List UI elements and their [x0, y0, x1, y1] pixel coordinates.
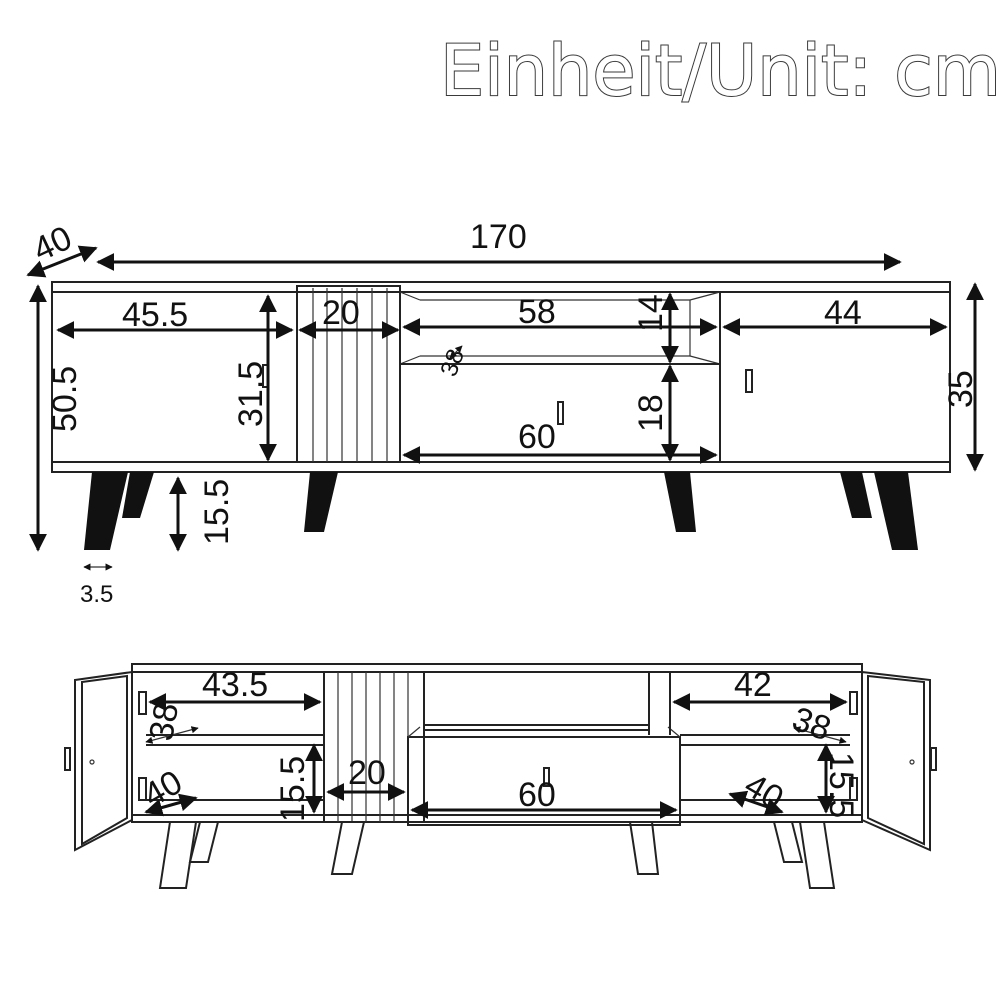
right-cabinet-door — [719, 291, 951, 463]
slat-panel-width-label: 20 — [322, 294, 360, 332]
right-cabinet-width-label: 44 — [824, 294, 862, 332]
leg-height-label: 15.5 — [198, 479, 236, 545]
right-shelf-depth-arrow — [793, 726, 847, 744]
open-shelf-height-label: 14 — [632, 294, 670, 332]
open-leg-back-right — [772, 821, 804, 863]
leg-back-left — [122, 472, 154, 518]
right-inner-height-label: 15.5 — [822, 752, 860, 818]
open-view: 43.5 38 40 15.5 20 60 42 38 40 15.5 — [64, 663, 937, 889]
leg-center-left — [304, 472, 338, 532]
left-open-door — [64, 670, 133, 852]
open-leg-front-right — [798, 821, 836, 889]
right-lower-depth-arrow — [728, 790, 784, 816]
left-shelf-depth-label: 38 — [142, 700, 186, 744]
open-leg-center-right — [628, 821, 660, 875]
open-shelf-width-label: 58 — [518, 293, 556, 331]
left-shelf-depth-arrow — [145, 726, 199, 744]
right-open-door — [861, 670, 937, 852]
open-leg-back-left — [188, 821, 220, 863]
open-leg-center-left — [330, 821, 366, 875]
left-cabinet-width-label: 45.5 — [122, 296, 188, 334]
drawer-width-label: 60 — [518, 418, 556, 456]
leg-center-right — [664, 472, 696, 532]
drawer-handle — [557, 401, 564, 425]
unit-title: Einheit/Unit: cm — [440, 30, 1000, 112]
body-height-label: 35 — [942, 370, 980, 408]
right-lower-hinge — [849, 777, 858, 801]
depth-label: 40 — [27, 219, 77, 269]
right-lower-depth-label: 40 — [738, 766, 790, 818]
open-slat-width-label: 20 — [348, 754, 386, 792]
inner-height-label: 15.5 — [274, 756, 312, 822]
top-board — [51, 281, 951, 293]
open-drawer — [407, 736, 681, 826]
open-center-shelf — [423, 671, 650, 731]
depth-arrow — [26, 245, 98, 278]
leg-width-label: 3.5 — [80, 581, 113, 608]
left-lower-depth-arrow — [144, 793, 198, 817]
drawer — [399, 363, 721, 463]
left-lower-depth-label: 40 — [137, 763, 189, 815]
drawer-height-label: 18 — [632, 394, 670, 432]
right-inner-width-label: 42 — [734, 666, 772, 704]
total-height-label: 50.5 — [46, 366, 84, 432]
bottom-board — [51, 461, 951, 473]
open-shelf-depth-arrow — [449, 345, 463, 359]
right-shelf-depth-label: 38 — [787, 700, 836, 749]
open-drawer-width-label: 60 — [518, 776, 556, 814]
open-slat-panel — [323, 671, 425, 823]
left-lower-hinge — [138, 777, 147, 801]
open-shelf-depth-label: 38 — [435, 346, 470, 380]
right-upper-hinge — [849, 691, 858, 715]
leg-front-left — [84, 472, 128, 550]
left-cabinet-height-label: 31.5 — [232, 361, 270, 427]
left-inner-width-label: 43.5 — [202, 666, 268, 704]
open-drawer-handle — [543, 767, 550, 787]
width-label: 170 — [470, 218, 527, 256]
leg-back-right — [840, 472, 872, 518]
right-door-handle — [745, 369, 753, 393]
left-upper-hinge — [138, 691, 147, 715]
front-view: 170 40 50.5 35 15.5 3.5 45.5 31.5 20 58 … — [26, 218, 984, 608]
open-leg-front-left — [158, 821, 198, 889]
leg-front-right — [874, 472, 918, 550]
